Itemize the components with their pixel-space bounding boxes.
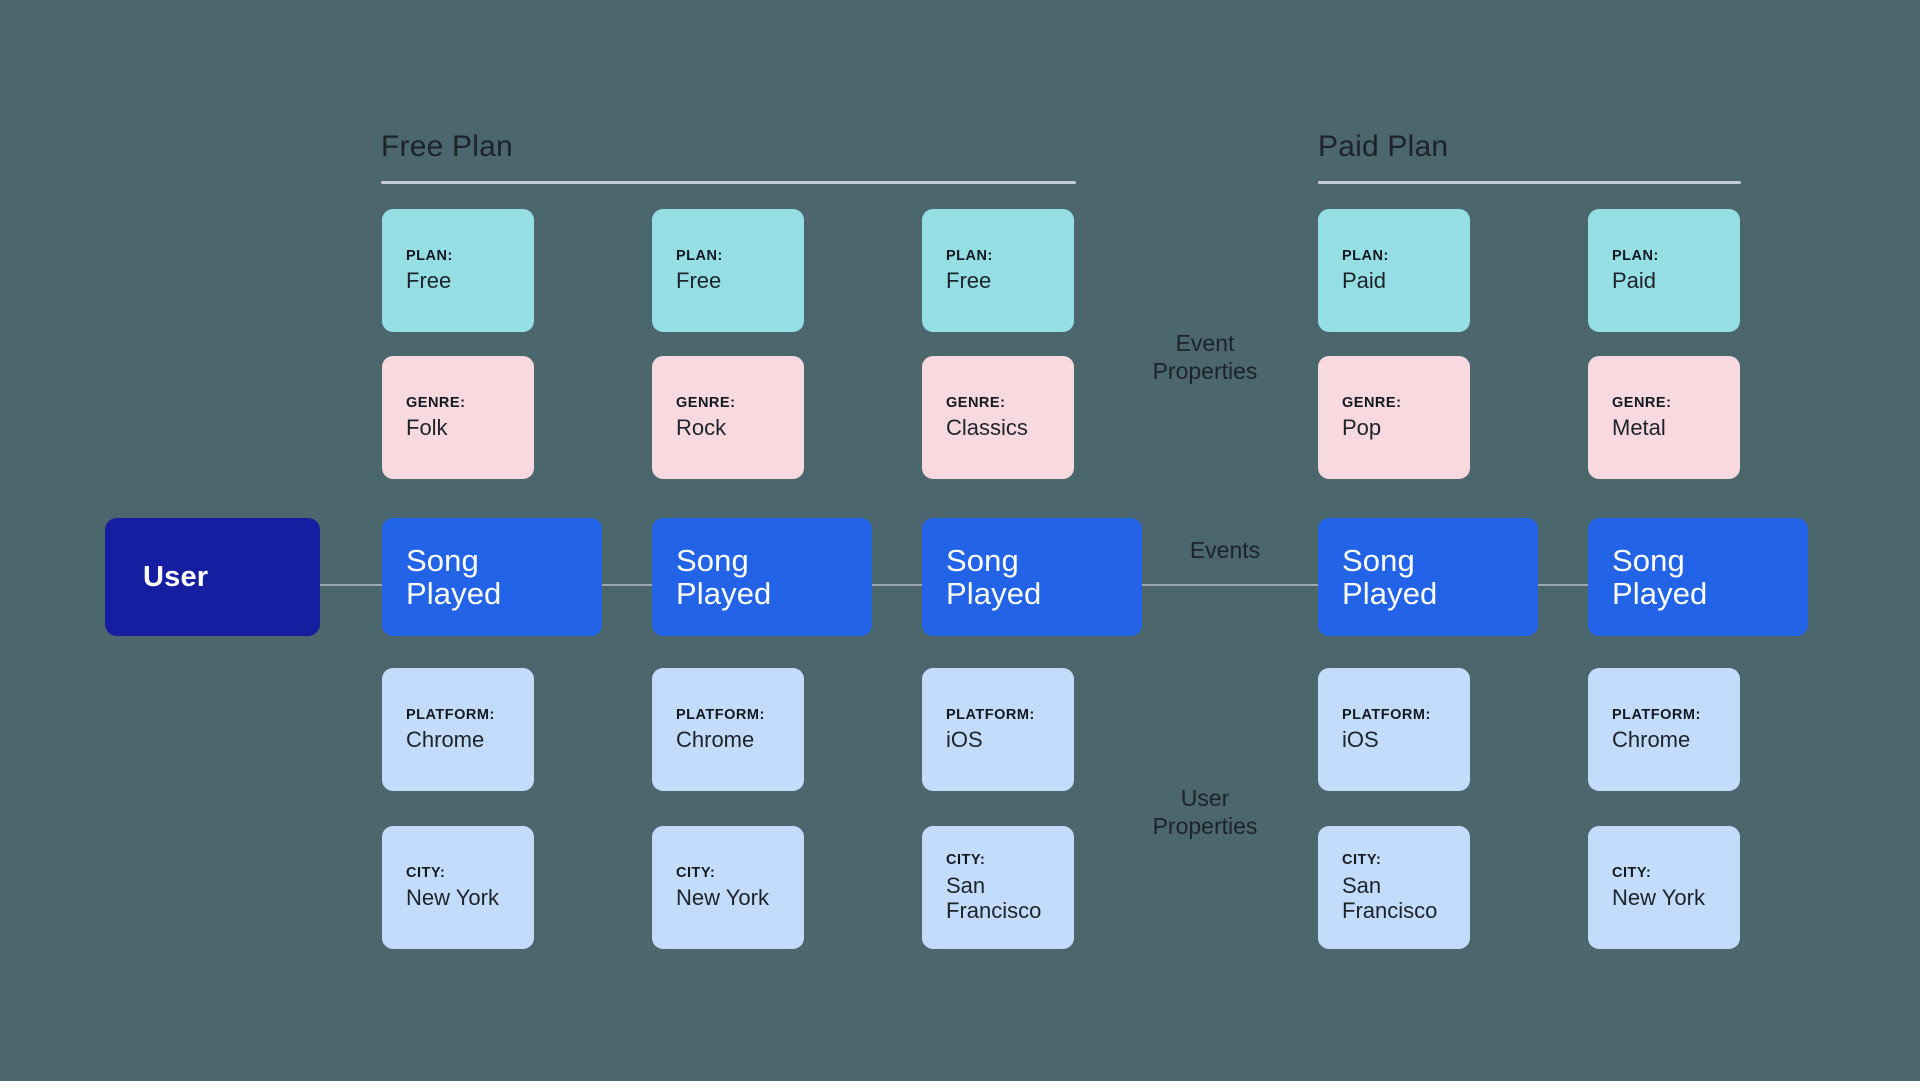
- event-node-line-2: Played: [946, 576, 1042, 611]
- genre-card-value: Rock: [676, 415, 727, 441]
- city-card[interactable]: CITY: New York: [1588, 826, 1740, 949]
- plan-card[interactable]: PLAN: Free: [922, 209, 1074, 332]
- genre-card[interactable]: GENRE: Classics: [922, 356, 1074, 479]
- genre-card-key: GENRE:: [1342, 395, 1402, 412]
- event-node-line-2: Played: [676, 576, 772, 611]
- city-card-value: New York: [676, 885, 769, 911]
- plan-card-value: Paid: [1342, 268, 1387, 294]
- annotation-events: Events: [1189, 537, 1261, 563]
- plan-card-key: PLAN:: [1612, 248, 1659, 265]
- plan-card-value: Free: [946, 268, 992, 294]
- genre-card[interactable]: GENRE: Rock: [652, 356, 804, 479]
- city-card-value: San Francisco: [1342, 872, 1438, 924]
- group-rule-paid-plan: [1318, 181, 1741, 184]
- platform-card-key: PLATFORM:: [1342, 707, 1431, 724]
- platform-card-value: Chrome: [406, 727, 485, 753]
- connector-event-4-to-5: [1538, 584, 1588, 586]
- connector-event-2-to-3: [872, 584, 922, 586]
- city-card[interactable]: CITY: San Francisco: [922, 826, 1074, 949]
- city-card[interactable]: CITY: New York: [652, 826, 804, 949]
- platform-card[interactable]: PLATFORM: iOS: [1318, 668, 1470, 791]
- city-card-key: CITY:: [1342, 852, 1382, 869]
- platform-card-value: iOS: [946, 727, 983, 753]
- annotation-event-properties: Event Properties: [1152, 330, 1258, 384]
- platform-card-key: PLATFORM:: [946, 707, 1035, 724]
- plan-card-value: Paid: [1612, 268, 1657, 294]
- city-card-key: CITY:: [406, 865, 446, 882]
- event-node[interactable]: Song Played: [1318, 518, 1538, 636]
- platform-card-value: iOS: [1342, 727, 1379, 753]
- platform-card-key: PLATFORM:: [406, 707, 495, 724]
- genre-card-value: Pop: [1342, 415, 1382, 441]
- genre-card-key: GENRE:: [676, 395, 736, 412]
- plan-card-value: Free: [406, 268, 452, 294]
- genre-card-key: GENRE:: [946, 395, 1006, 412]
- genre-card-key: GENRE:: [406, 395, 466, 412]
- city-card-value: San Francisco: [946, 872, 1042, 924]
- event-node-line-2: Played: [1342, 576, 1438, 611]
- group-rule-free-plan: [381, 181, 1076, 184]
- genre-card-value: Folk: [406, 415, 448, 441]
- connector-user-to-event-1: [320, 584, 382, 586]
- group-header-paid-plan: Paid Plan: [1318, 130, 1449, 163]
- genre-card-key: GENRE:: [1612, 395, 1672, 412]
- city-card-key: CITY:: [676, 865, 716, 882]
- platform-card[interactable]: PLATFORM: Chrome: [382, 668, 534, 791]
- plan-card-key: PLAN:: [676, 248, 723, 265]
- plan-card[interactable]: PLAN: Paid: [1318, 209, 1470, 332]
- genre-card-value: Classics: [946, 415, 1028, 441]
- event-node[interactable]: Song Played: [382, 518, 602, 636]
- genre-card[interactable]: GENRE: Folk: [382, 356, 534, 479]
- platform-card[interactable]: PLATFORM: Chrome: [1588, 668, 1740, 791]
- event-node-line-2: Played: [1612, 576, 1708, 611]
- city-card-key: CITY:: [946, 852, 986, 869]
- plan-card[interactable]: PLAN: Free: [382, 209, 534, 332]
- genre-card-value: Metal: [1612, 415, 1666, 441]
- city-card-key: CITY:: [1612, 865, 1652, 882]
- city-card[interactable]: CITY: New York: [382, 826, 534, 949]
- platform-card-key: PLATFORM:: [676, 707, 765, 724]
- connector-event-3-to-4: [1142, 584, 1318, 586]
- platform-card[interactable]: PLATFORM: iOS: [922, 668, 1074, 791]
- event-node[interactable]: Song Played: [922, 518, 1142, 636]
- platform-card-value: Chrome: [676, 727, 755, 753]
- group-header-free-plan: Free Plan: [381, 130, 513, 163]
- plan-card[interactable]: PLAN: Free: [652, 209, 804, 332]
- event-node-line-1: Song: [406, 542, 479, 578]
- annotation-user-properties: User Properties: [1152, 785, 1258, 839]
- plan-card-key: PLAN:: [946, 248, 993, 265]
- plan-card-key: PLAN:: [1342, 248, 1389, 265]
- platform-card-value: Chrome: [1612, 727, 1691, 753]
- user-node[interactable]: User: [105, 518, 320, 636]
- event-node-line-1: Song: [1342, 542, 1415, 578]
- platform-card[interactable]: PLATFORM: Chrome: [652, 668, 804, 791]
- genre-card[interactable]: GENRE: Metal: [1588, 356, 1740, 479]
- event-node-line-2: Played: [406, 576, 502, 611]
- genre-card[interactable]: GENRE: Pop: [1318, 356, 1470, 479]
- user-node-label: User: [143, 560, 209, 593]
- plan-card-value: Free: [676, 268, 722, 294]
- connector-event-1-to-2: [602, 584, 652, 586]
- event-node-line-1: Song: [946, 542, 1019, 578]
- city-card-value: New York: [1612, 885, 1705, 911]
- event-node-line-1: Song: [676, 542, 749, 578]
- event-node-line-1: Song: [1612, 542, 1685, 578]
- event-node[interactable]: Song Played: [1588, 518, 1808, 636]
- city-card-value: New York: [406, 885, 499, 911]
- platform-card-key: PLATFORM:: [1612, 707, 1701, 724]
- plan-card-key: PLAN:: [406, 248, 453, 265]
- plan-card[interactable]: PLAN: Paid: [1588, 209, 1740, 332]
- city-card[interactable]: CITY: San Francisco: [1318, 826, 1470, 949]
- event-node[interactable]: Song Played: [652, 518, 872, 636]
